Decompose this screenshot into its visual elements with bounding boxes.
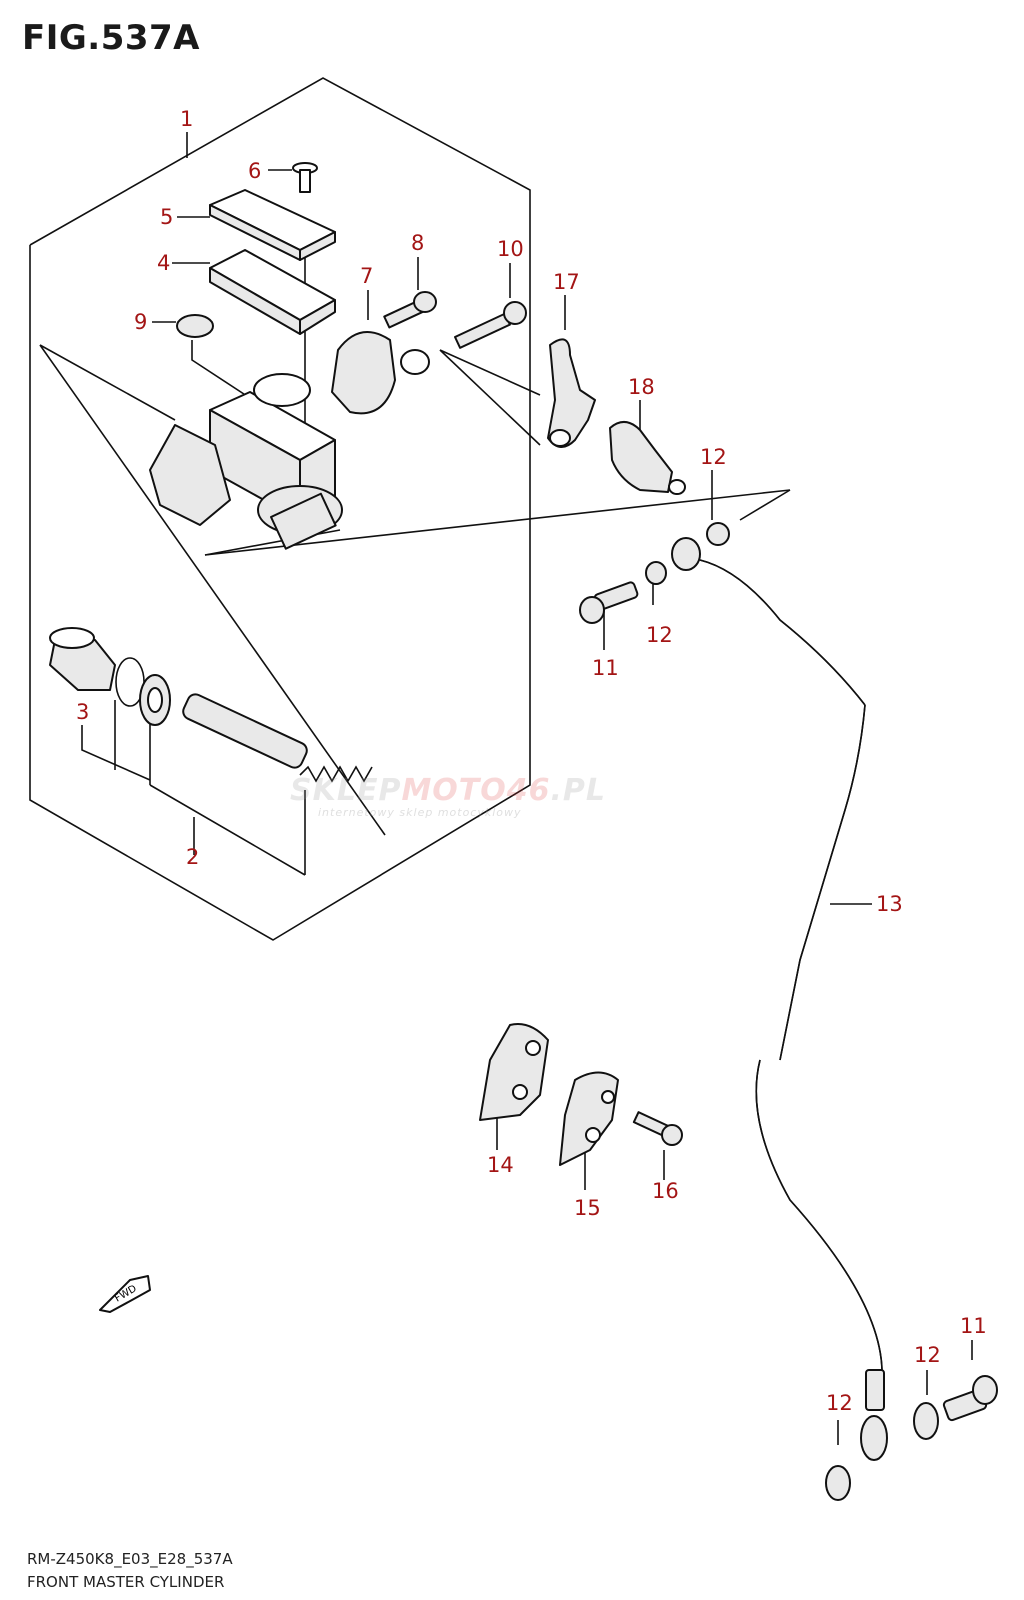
watermark-brand-b: MOTO46 bbox=[401, 773, 551, 808]
callout-13: 13 bbox=[876, 892, 903, 916]
callout-5: 5 bbox=[160, 205, 173, 229]
piston-washer bbox=[139, 674, 171, 726]
part-4-diaphragm bbox=[209, 249, 336, 335]
callout-12-top-a: 12 bbox=[646, 623, 673, 647]
master-cylinder-body bbox=[149, 373, 343, 550]
callout-15: 15 bbox=[574, 1196, 601, 1220]
callout-12-bottom-b: 12 bbox=[914, 1343, 941, 1367]
callout-17: 17 bbox=[553, 270, 580, 294]
callout-18: 18 bbox=[628, 375, 655, 399]
callout-12-top-b: 12 bbox=[700, 445, 727, 469]
callout-4: 4 bbox=[157, 251, 170, 275]
figure-title: FIG.537A bbox=[22, 18, 200, 58]
part-9-rubber-cap bbox=[176, 314, 214, 338]
part-15-hose-guide bbox=[559, 1071, 619, 1166]
part-7-clamp bbox=[331, 331, 430, 415]
part-6-screw bbox=[292, 162, 318, 193]
part-10-bolt bbox=[453, 301, 527, 349]
callout-11-bottom: 11 bbox=[960, 1314, 987, 1338]
part-11-banjo-bolt-top bbox=[579, 581, 639, 624]
part-17-lever-bracket bbox=[547, 338, 596, 448]
callout-3: 3 bbox=[76, 700, 89, 724]
part-3-dust-boot bbox=[49, 627, 116, 691]
callout-10: 10 bbox=[497, 237, 524, 261]
watermark-tagline: internetowy sklep motocyklowy bbox=[318, 806, 522, 819]
part-8-bolt bbox=[383, 291, 437, 329]
piston-assembly bbox=[182, 693, 373, 783]
part-12-washer-top-a bbox=[645, 561, 667, 585]
callout-1: 1 bbox=[180, 107, 193, 131]
part-12-washer-bottom-a bbox=[825, 1465, 851, 1501]
callout-16: 16 bbox=[652, 1179, 679, 1203]
part-12-washer-bottom-b bbox=[913, 1402, 939, 1440]
callout-9: 9 bbox=[134, 310, 147, 334]
watermark: SKLEPMOTO46.PL bbox=[290, 773, 606, 808]
callout-8: 8 bbox=[411, 231, 424, 255]
part-16-bolt bbox=[632, 1111, 683, 1146]
diagram-code: RM-Z450K8_E03_E28_537A bbox=[27, 1550, 233, 1568]
part-11-banjo-bolt-bottom bbox=[942, 1375, 998, 1422]
callout-11-top: 11 bbox=[592, 656, 619, 680]
assembly-outline bbox=[29, 77, 531, 941]
watermark-brand-a: SKLEP bbox=[290, 773, 402, 808]
diagram-name: FRONT MASTER CYLINDER bbox=[27, 1573, 225, 1591]
callout-14: 14 bbox=[487, 1153, 514, 1177]
part-18-switch bbox=[609, 421, 686, 495]
part-14-hose-guide bbox=[479, 1023, 549, 1121]
part-13-brake-hose bbox=[671, 537, 888, 1461]
part-5-reservoir-cap bbox=[209, 189, 336, 261]
callout-12-bottom-a: 12 bbox=[826, 1391, 853, 1415]
leader-lines bbox=[39, 132, 973, 1445]
callout-labels: 1 6 5 8 10 4 7 17 9 18 12 12 11 3 2 13 1… bbox=[76, 107, 987, 1415]
callout-2: 2 bbox=[186, 845, 199, 869]
watermark-brand-c: .PL bbox=[550, 773, 607, 808]
fwd-arrow-icon: FWD bbox=[99, 1275, 151, 1313]
part-12-washer-top-b bbox=[706, 522, 730, 546]
callout-6: 6 bbox=[248, 159, 261, 183]
callout-7: 7 bbox=[360, 264, 373, 288]
